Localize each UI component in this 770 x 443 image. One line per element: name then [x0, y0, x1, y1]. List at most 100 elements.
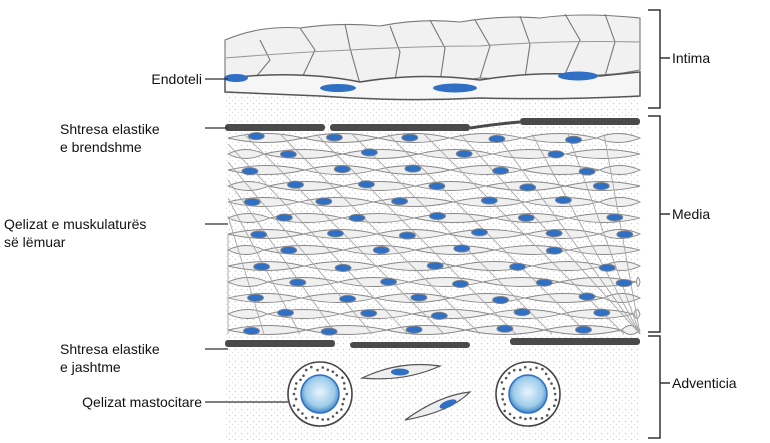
label-internal-elastic-lamina: Shtresa elastike e brendshme	[60, 120, 202, 156]
nucleus	[472, 229, 488, 236]
granule	[519, 369, 522, 372]
nucleus	[579, 293, 595, 300]
nucleus	[453, 280, 469, 287]
nucleus	[429, 183, 445, 190]
nucleus	[518, 214, 534, 221]
granule	[555, 399, 558, 402]
layer-label-media: Media	[672, 205, 710, 223]
nucleus	[411, 294, 427, 301]
nucleus	[593, 182, 609, 189]
granule	[299, 379, 302, 382]
granule	[341, 403, 344, 406]
granule	[504, 403, 507, 406]
granule	[336, 412, 339, 415]
granule	[513, 369, 516, 372]
nucleus	[335, 264, 351, 271]
nucleus	[381, 278, 397, 285]
label-smooth-muscle: Qelizat e muskulaturës së lëmuar	[4, 215, 204, 251]
nucleus	[361, 149, 377, 156]
nucleus	[334, 166, 350, 173]
nucleus	[328, 230, 344, 237]
layer-label-intima: Intima	[672, 49, 710, 67]
granule	[310, 366, 313, 369]
granule	[541, 368, 544, 371]
granule	[553, 404, 556, 407]
mast-cell	[288, 362, 352, 426]
granule	[508, 372, 511, 375]
nucleus	[536, 279, 552, 286]
granule	[327, 369, 330, 372]
nucleus	[546, 230, 562, 237]
nucleus	[248, 294, 264, 301]
granule	[293, 404, 296, 407]
granule	[529, 368, 532, 371]
nucleus	[576, 326, 592, 333]
layer-brackets	[648, 10, 670, 438]
nucleus	[616, 279, 632, 286]
nucleus	[558, 72, 598, 81]
nucleus	[288, 181, 304, 188]
granule	[305, 417, 308, 420]
nucleus	[392, 198, 408, 205]
granule	[541, 417, 544, 420]
nucleus	[599, 264, 615, 271]
nucleus	[429, 212, 445, 219]
nucleus	[244, 327, 260, 334]
mast-cell	[496, 362, 560, 426]
label-external-elastic-lamina: Shtresa elastike e jashtme	[60, 340, 202, 376]
granule	[343, 398, 346, 401]
nucleus	[251, 231, 267, 238]
label-internal-elastic-line1: Shtresa elastike	[60, 120, 202, 138]
nucleus	[326, 134, 342, 141]
granule	[302, 374, 305, 377]
granule	[316, 369, 319, 372]
granule	[548, 408, 551, 411]
nucleus	[481, 197, 497, 204]
label-external-elastic-line1: Shtresa elastike	[60, 340, 202, 358]
granule	[295, 382, 298, 385]
granule	[301, 412, 304, 415]
label-smooth-muscle-line2: së lëmuar	[4, 233, 204, 251]
nucleus	[520, 184, 536, 191]
nucleus	[242, 168, 258, 175]
label-mast-cells: Qelizat mastocitare	[40, 393, 202, 411]
granule	[322, 366, 325, 369]
nucleus	[281, 247, 297, 254]
granule	[524, 418, 527, 421]
nucleus	[358, 181, 374, 188]
nucleus	[514, 309, 530, 316]
granule	[503, 410, 506, 413]
layer-label-adventitia: Adventicia	[672, 374, 737, 392]
label-endothelium: Endoteli	[120, 70, 202, 88]
granule	[502, 398, 505, 401]
nucleus	[278, 309, 294, 316]
nucleus	[594, 309, 610, 316]
granule	[548, 378, 551, 381]
granule	[550, 382, 553, 385]
granule	[535, 418, 538, 421]
granule	[327, 418, 330, 421]
granule	[341, 376, 344, 379]
nucleus	[276, 214, 292, 221]
nucleus	[224, 74, 248, 82]
nucleus	[340, 295, 356, 302]
layer-label-adventitia-text: Adventicia	[672, 375, 737, 391]
nucleus	[427, 262, 443, 269]
nucleus	[391, 369, 409, 376]
granule	[332, 415, 335, 418]
granule	[501, 381, 504, 384]
granule	[554, 393, 557, 396]
granule	[545, 373, 548, 376]
granule	[513, 417, 516, 420]
granule	[336, 374, 339, 377]
granule	[295, 398, 298, 401]
granule	[332, 370, 335, 373]
nucleus	[493, 296, 509, 303]
nucleus	[373, 247, 389, 254]
granule	[305, 369, 308, 372]
granule	[529, 417, 532, 420]
nucleus	[454, 245, 470, 252]
nucleus	[493, 167, 509, 174]
nucleus	[497, 325, 513, 332]
nucleus	[555, 196, 571, 203]
